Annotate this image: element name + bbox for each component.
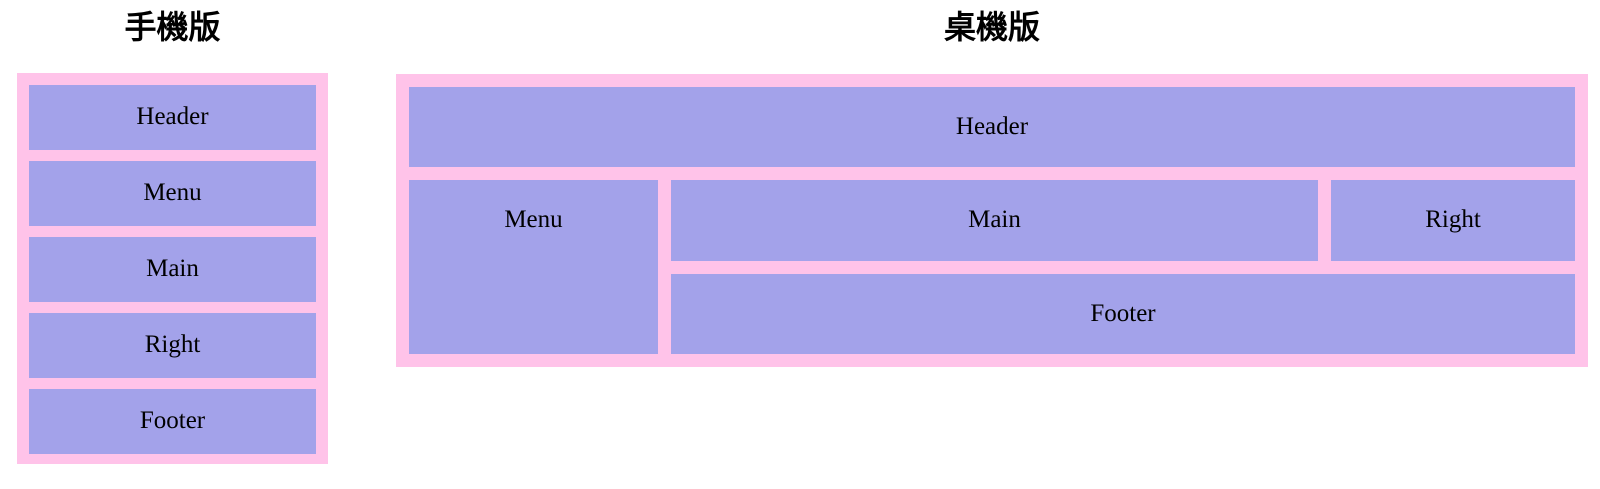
mobile-box-right: Right — [29, 313, 316, 378]
desktop-section-title: 桌機版 — [943, 9, 1040, 45]
mobile-box-footer: Footer — [29, 389, 316, 454]
mobile-section-title: 手機版 — [124, 9, 221, 45]
desktop-box-main: Main — [671, 180, 1318, 261]
desktop-box-menu: Menu — [409, 180, 658, 354]
desktop-box-right: Right — [1331, 180, 1575, 261]
desktop-box-footer: Footer — [671, 274, 1575, 354]
mobile-box-menu: Menu — [29, 161, 316, 226]
mobile-layout-container: Header Menu Main Right Footer — [17, 73, 328, 464]
mobile-box-header: Header — [29, 85, 316, 150]
desktop-layout-container: Header Menu Main Right Footer — [396, 74, 1588, 367]
desktop-box-header: Header — [409, 87, 1575, 167]
mobile-box-main: Main — [29, 237, 316, 302]
